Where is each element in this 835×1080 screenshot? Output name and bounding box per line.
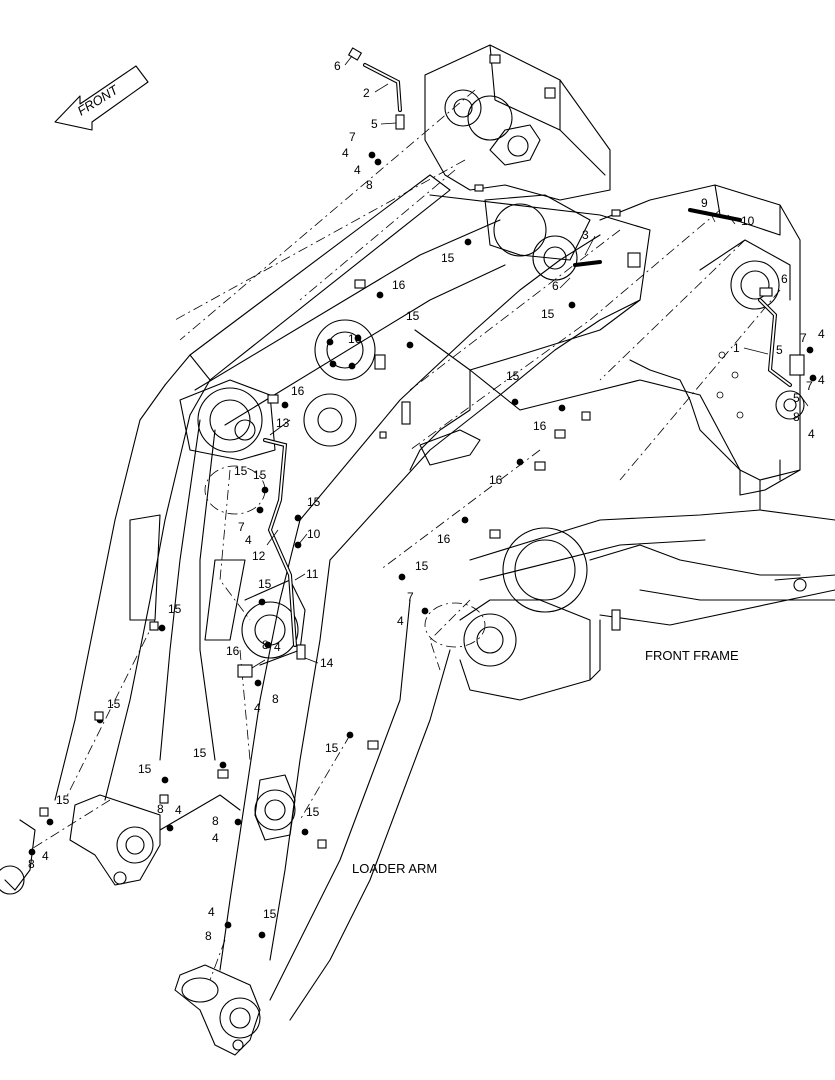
callout: 15 [307,495,321,509]
callout: 5 [776,343,783,357]
callout: 15 [325,741,339,755]
callout: 8 [28,857,35,871]
callout: 3 [582,228,589,242]
front-frame [379,44,835,701]
callout: 4 [818,327,825,341]
callout: 4 [212,831,219,845]
callout: 5 [371,117,378,131]
callout: 1 [733,341,740,355]
callout: 8 [262,638,269,652]
callout: 15 [107,697,121,711]
callout: 15 [56,793,70,807]
callout: 4 [245,533,252,547]
callout: 15 [138,762,152,776]
callout: 8 [366,178,373,192]
callout: 7 [407,590,414,604]
callout: 15 [234,464,248,478]
callout: 15 [441,251,455,265]
callout: 4 [808,427,815,441]
callout: 4 [342,146,349,160]
callout: 2 [363,86,370,100]
loader-arm [0,174,641,1056]
callout: 8 [793,410,800,424]
callout: 4 [42,849,49,863]
callout: 13 [276,416,290,430]
callout: 15 [168,602,182,616]
callout-numbers: 6 2 5 7 4 4 8 15 3 6 15 16 15 16 9 10 6 … [28,59,825,943]
callout: 15 [258,577,272,591]
front-arrow-label: FRONT [75,82,122,119]
callout: 7 [349,130,356,144]
callout: 4 [818,373,825,387]
callout: 16 [348,332,362,346]
callout: 16 [533,419,547,433]
callout: 16 [291,384,305,398]
callout: 16 [437,532,451,546]
callout: 4 [354,163,361,177]
callout: 15 [193,746,207,760]
callout: 10 [307,527,321,541]
leader-lines [251,55,809,669]
callout: 6 [781,272,788,286]
hydraulic-hoses [263,47,805,660]
callout: 12 [252,549,266,563]
callout: 5 [793,391,800,405]
loader-arm-label: LOADER ARM [352,861,437,876]
callout: 4 [175,803,182,817]
callout: 4 [254,701,261,715]
callout: 15 [253,468,267,482]
callout: 15 [263,907,277,921]
callout: 4 [208,905,215,919]
callout: 15 [406,309,420,323]
callout: 15 [415,559,429,573]
callout: 7 [806,379,813,393]
callout: 7 [800,331,807,345]
fasteners [28,151,817,939]
callout: 8 [212,814,219,828]
callout: 6 [334,59,341,73]
callout: 15 [306,805,320,819]
front-frame-label: FRONT FRAME [645,648,739,663]
callout: 11 [306,567,319,581]
callout: 7 [238,520,245,534]
callout: 4 [274,640,281,654]
callout: 8 [272,692,279,706]
callout: 15 [541,307,555,321]
callout: 6 [552,279,559,293]
callout: 15 [506,369,520,383]
callout: 16 [226,644,240,658]
callout: 4 [397,614,404,628]
callout: 16 [392,278,406,292]
callout: 14 [320,656,334,670]
callout: 8 [205,929,212,943]
callout: 8 [157,802,164,816]
callout: 16 [489,473,503,487]
center-lines [29,89,781,981]
callout: 9 [701,196,708,210]
callout: 10 [741,214,755,228]
front-arrow: FRONT [54,65,149,131]
